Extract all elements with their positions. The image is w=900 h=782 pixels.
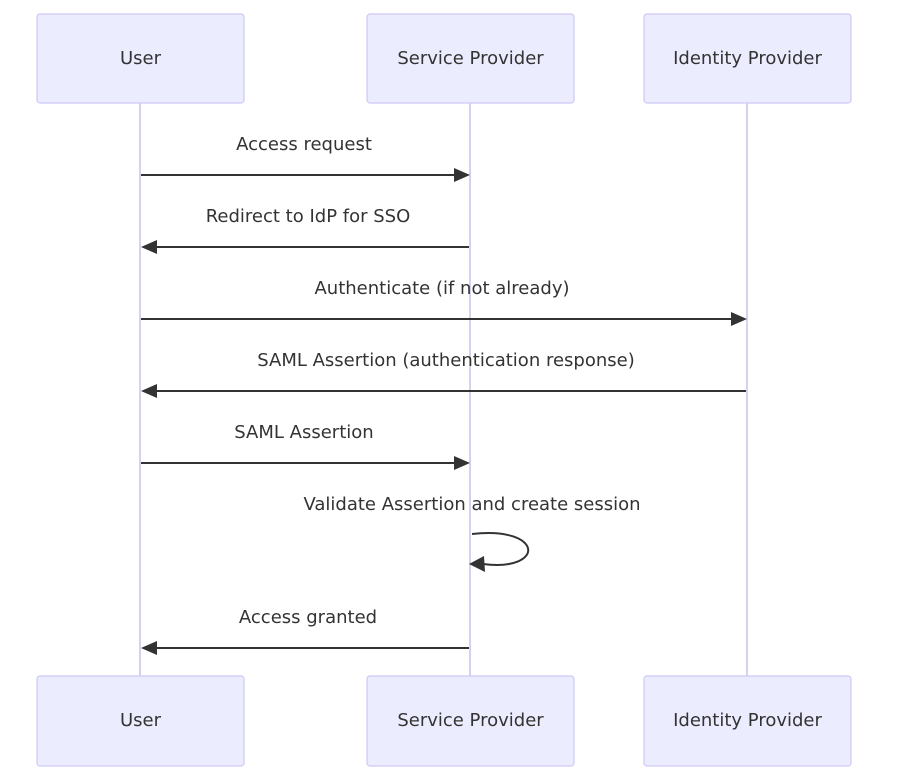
participant-bottom-identity-provider: Identity Provider [643,675,852,767]
message-label: Access request [236,134,372,155]
arrowhead-icon [469,556,485,572]
message-label: Authenticate (if not already) [314,278,569,299]
message-access-request: Access request [141,134,470,182]
arrowhead-icon [731,312,747,326]
participant-bottom-user: User [36,675,245,767]
participant-bottom-service-provider: Service Provider [366,675,575,767]
participant-top-identity-provider: Identity Provider [643,13,852,104]
arrowhead-icon [454,168,470,182]
message-access-granted: Access granted [141,607,469,655]
message-saml-assertion-response: SAML Assertion (authentication response) [141,350,746,398]
participant-label: User [120,710,162,731]
participant-label: Identity Provider [673,710,822,731]
message-label: Redirect to IdP for SSO [206,206,411,227]
message-label: SAML Assertion (authentication response) [257,350,634,371]
message-validate-assertion: Validate Assertion and create session [303,494,641,572]
participant-top-user: User [36,13,245,104]
participant-top-service-provider: Service Provider [366,13,575,104]
participant-label: User [120,48,162,69]
arrowhead-icon [141,384,157,398]
participant-label: Identity Provider [673,48,822,69]
arrowhead-icon [141,641,157,655]
message-label: Validate Assertion and create session [303,494,640,515]
participant-label: Service Provider [397,710,544,731]
participant-label: Service Provider [397,48,544,69]
arrowhead-icon [141,240,157,254]
self-loop-arrow-line [471,532,530,566]
message-redirect-to-idp: Redirect to IdP for SSO [141,206,469,254]
message-label: Access granted [239,607,377,628]
message-label: SAML Assertion [234,422,373,443]
arrowhead-icon [454,456,470,470]
message-authenticate: Authenticate (if not already) [141,278,747,326]
message-saml-assertion: SAML Assertion [141,422,470,470]
